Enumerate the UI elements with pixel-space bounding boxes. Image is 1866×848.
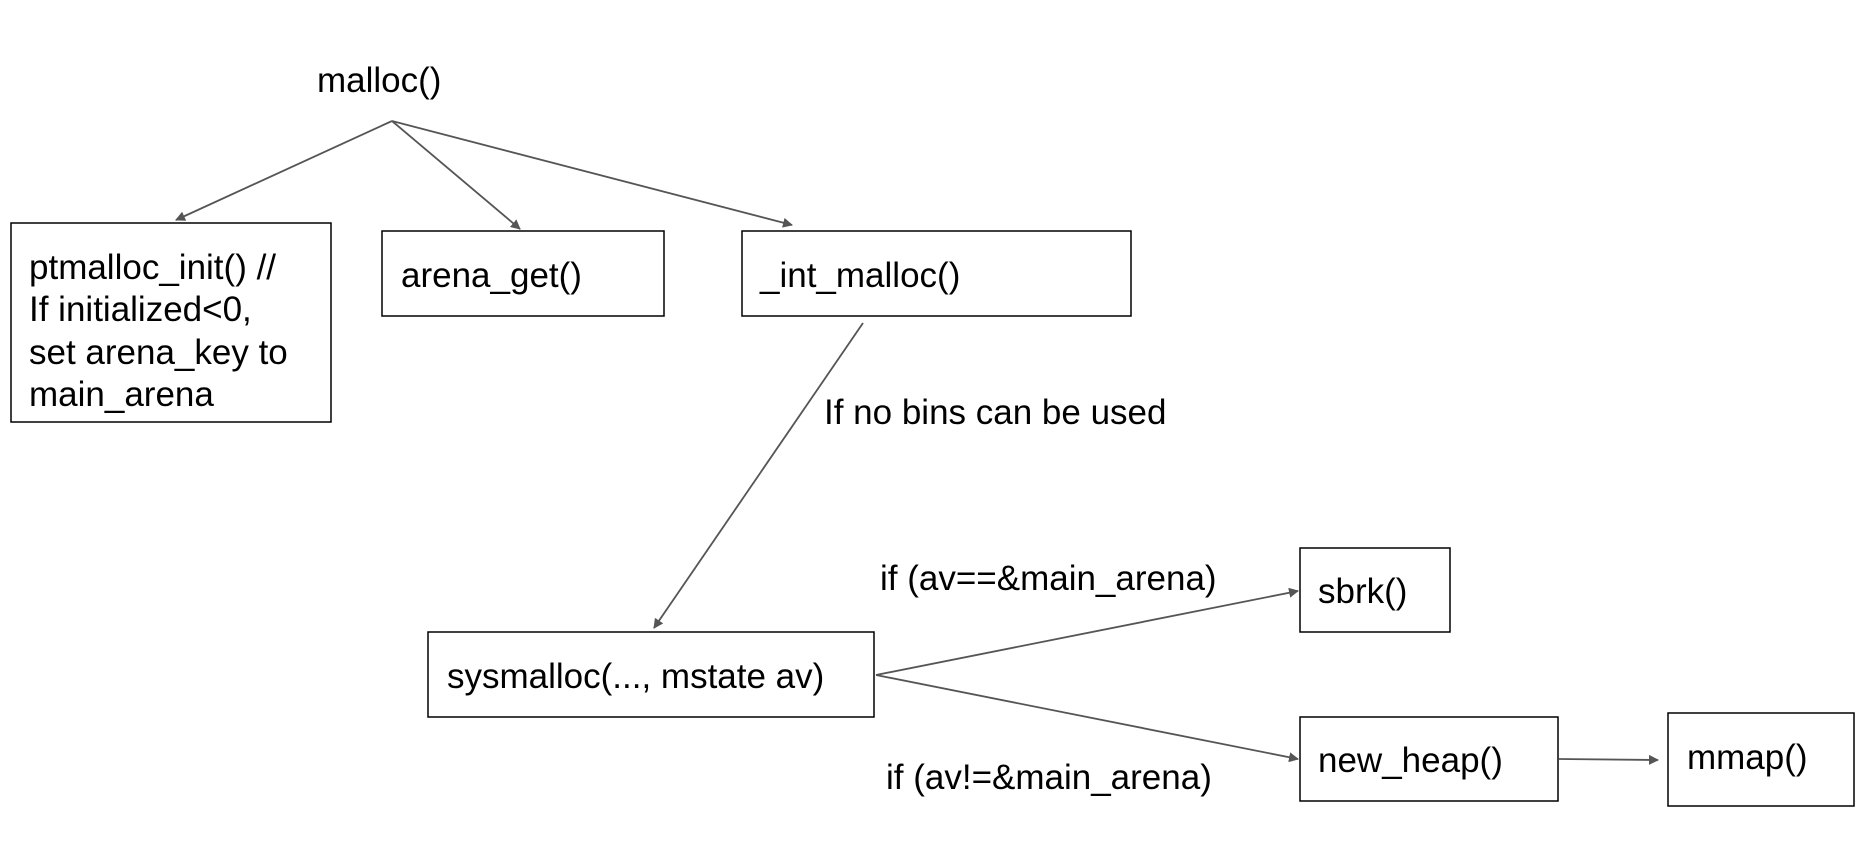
edge-int-malloc-to-sysmalloc [653, 322, 864, 629]
sysmalloc-node: sysmalloc(..., mstate av) [427, 631, 875, 718]
arena-get-node: arena_get() [381, 230, 665, 317]
new-heap-node: new_heap() [1299, 716, 1559, 802]
mmap-label: mmap() [1687, 738, 1808, 777]
ptmalloc-init-line-4: main_arena [29, 375, 214, 414]
mmap-node: mmap() [1667, 712, 1855, 807]
ptmalloc-init-line-3: set arena_key to [29, 333, 288, 372]
edge-malloc-to-int-malloc [391, 120, 793, 228]
ptmalloc-init-line-1: ptmalloc_init() // [29, 248, 276, 287]
sysmalloc-label: sysmalloc(..., mstate av) [447, 657, 824, 696]
ptmalloc-init-node: ptmalloc_init() // If initialized<0, set… [10, 222, 332, 423]
edge-sysmalloc-to-new-heap [875, 674, 1299, 763]
malloc-root-label: malloc() [317, 61, 441, 100]
edge-malloc-to-ptmalloc-init [175, 120, 393, 221]
sbrk-label: sbrk() [1318, 572, 1407, 611]
edge-sysmalloc-to-sbrk [875, 587, 1299, 676]
new-heap-label: new_heap() [1318, 741, 1503, 780]
sbrk-node: sbrk() [1299, 547, 1451, 633]
ptmalloc-init-line-2: If initialized<0, [29, 290, 252, 329]
int-malloc-label: _int_malloc() [759, 256, 960, 295]
edge-new-heap-to-mmap [1558, 754, 1659, 765]
int-malloc-node: _int_malloc() [741, 230, 1132, 317]
edge-label-not-main-arena: if (av!=&main_arena) [886, 758, 1212, 797]
edge-label-no-bins: If no bins can be used [824, 393, 1166, 432]
arena-get-label: arena_get() [401, 256, 582, 295]
edge-malloc-to-arena-get [391, 120, 521, 230]
edge-label-main-arena: if (av==&main_arena) [880, 559, 1217, 598]
